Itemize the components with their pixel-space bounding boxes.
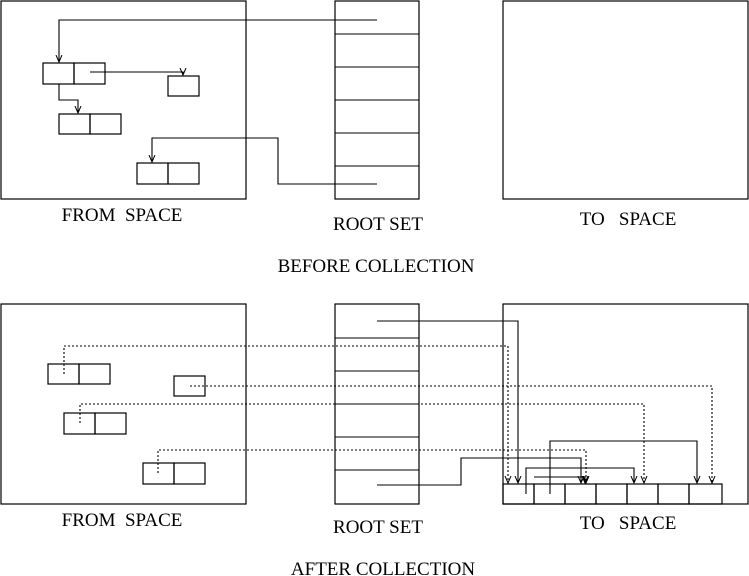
before-object-b bbox=[167, 75, 200, 97]
before-collection-panel: FROM SPACE ROOT SET TO SPACE BEFORE COLL… bbox=[0, 0, 749, 277]
before-caption: BEFORE COLLECTION bbox=[278, 256, 475, 277]
before-object-d-cell-2 bbox=[167, 162, 200, 185]
forwarding-pointer-a bbox=[63, 345, 508, 483]
before-object-a-cell-1 bbox=[42, 62, 75, 85]
before-object-c-cell-1 bbox=[58, 113, 91, 135]
before-from-space-label: FROM SPACE bbox=[62, 205, 183, 226]
copied-cell bbox=[502, 483, 535, 505]
before-pointer-a-to-c bbox=[58, 84, 78, 113]
copied-cell bbox=[626, 483, 659, 505]
after-object-c-cell-1 bbox=[63, 412, 96, 435]
before-root-pointer-1 bbox=[59, 19, 377, 62]
after-collection-panel: FROM SPACE ROOT SET TO SPACE AFTER COLLE… bbox=[0, 303, 749, 576]
after-to-space-label: TO SPACE bbox=[580, 513, 677, 534]
before-root-set-label: ROOT SET bbox=[333, 214, 423, 235]
before-object-c-cell-2 bbox=[89, 113, 122, 135]
after-object-b bbox=[173, 375, 206, 397]
after-root-pointer-1 bbox=[377, 320, 518, 483]
forwarding-pointer-d bbox=[157, 449, 586, 483]
after-root-pointer-2 bbox=[377, 457, 581, 486]
after-object-d-cell-2 bbox=[173, 462, 206, 485]
before-object-a-cell-2 bbox=[73, 62, 106, 85]
before-root-pointer-2 bbox=[152, 137, 377, 185]
before-pointer-a-to-b bbox=[90, 72, 183, 75]
copied-cell bbox=[595, 483, 628, 505]
copied-cell bbox=[657, 483, 690, 505]
after-root-set-label: ROOT SET bbox=[333, 517, 423, 538]
copied-cell bbox=[688, 483, 723, 505]
before-from-space-box bbox=[0, 0, 247, 200]
after-object-a-cell-2 bbox=[78, 363, 111, 385]
forwarding-pointer-c bbox=[79, 403, 644, 483]
after-object-d-cell-1 bbox=[142, 462, 175, 485]
copied-pointer-3 bbox=[534, 477, 585, 483]
copied-cell bbox=[564, 483, 597, 505]
after-caption: AFTER COLLECTION bbox=[291, 559, 475, 576]
forwarding-pointer-b bbox=[190, 385, 712, 483]
copied-pointer-2 bbox=[525, 467, 634, 494]
before-object-d-cell-1 bbox=[136, 162, 169, 185]
after-from-space-label: FROM SPACE bbox=[62, 510, 183, 531]
after-object-c-cell-2 bbox=[94, 412, 127, 435]
before-to-space-label: TO SPACE bbox=[580, 209, 677, 230]
to-space-copied-objects bbox=[502, 483, 723, 505]
before-to-space-box bbox=[502, 0, 749, 200]
